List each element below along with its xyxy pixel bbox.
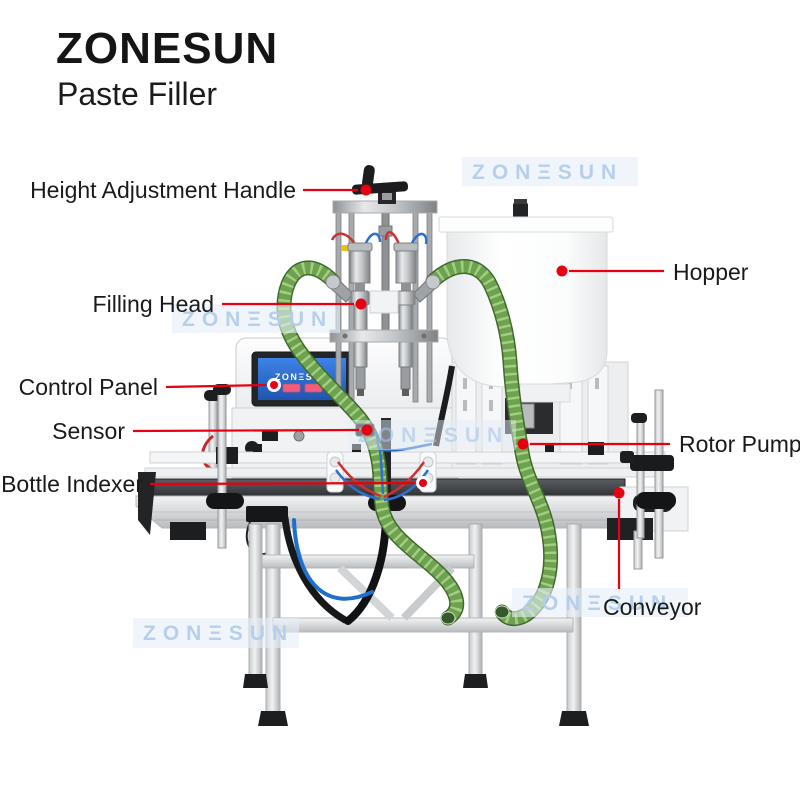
power-switch [262, 430, 278, 441]
label-height-adjustment-handle: Height Adjustment Handle [30, 177, 296, 203]
product-name: Paste Filler [57, 76, 217, 112]
lower-crossbar [329, 329, 439, 343]
label-hopper: Hopper [673, 259, 749, 285]
label-conveyor: Conveyor [603, 594, 702, 620]
annotation-filling-head: Filling Head [93, 291, 367, 317]
watermark: ZONΞSUN [348, 420, 516, 450]
height-adjustment-crank [351, 165, 409, 204]
leg-foot [243, 674, 268, 688]
hose-clamp [425, 274, 441, 290]
blue-cable [292, 518, 374, 601]
hopper-part [438, 199, 614, 403]
annotation-bottle-indexer: Bottle Indexer [1, 471, 430, 497]
watermark: ZONΞSUN [512, 588, 688, 617]
annotations: Height Adjustment Handle Filling Head Co… [1, 177, 800, 620]
annotation-height-adjustment-handle: Height Adjustment Handle [30, 177, 372, 203]
green-hoses [284, 267, 551, 624]
control-panel-unit: ZONΞSUN [201, 337, 459, 479]
watermark-text: ZONΞSUN [182, 308, 333, 331]
indexer-pole [217, 389, 227, 549]
annotation-rotor-pump: Rotor Pump [517, 431, 800, 457]
annotation-hopper: Hopper [556, 259, 749, 285]
screen-brand-text: ZONΞSUN [275, 372, 329, 382]
brand-logo: ZONESUN Paste Filler [56, 24, 278, 112]
leg-foot [258, 711, 288, 726]
label-filling-head: Filling Head [93, 291, 214, 317]
watermark: ZONΞSUN [462, 157, 638, 186]
label-rotor-pump: Rotor Pump [679, 431, 800, 457]
callout-dot [556, 265, 568, 277]
watermark-text: ZONΞSUN [472, 161, 623, 184]
filling-nozzle [355, 366, 366, 390]
hopper-lid [438, 216, 614, 233]
table-leg [468, 523, 483, 677]
pneumatic-tubes [334, 431, 433, 502]
watermark-text: ZONΞSUN [143, 622, 294, 645]
annotation-sensor: Sensor [52, 418, 373, 444]
screen-button [282, 383, 301, 393]
callout-dot [416, 476, 430, 490]
leg-foot [463, 674, 488, 688]
leg-foot [559, 711, 589, 726]
watermark-text: ZONΞSUN [522, 592, 673, 615]
callout-dot [267, 378, 281, 392]
conveyor-assembly [135, 384, 689, 570]
callout-dot [355, 298, 367, 310]
watermark-text: ZONΞSUN [358, 424, 509, 447]
indexer-pole [654, 389, 664, 559]
watermarks: ZONΞSUN ZONΞSUN ZONΞSUN ZONΞSUN ZONΞSUN [133, 157, 688, 648]
hose-clamp [325, 274, 341, 290]
brand-name: ZONESUN [56, 24, 278, 73]
watermark: ZONΞSUN [133, 618, 299, 648]
callout-dot [361, 424, 373, 436]
table-leg [248, 523, 263, 677]
indexer-pole [636, 419, 645, 539]
filling-nozzle [400, 366, 411, 390]
label-control-panel: Control Panel [19, 374, 158, 400]
hopper-lid-knob [513, 202, 528, 220]
annotation-conveyor: Conveyor [603, 487, 702, 620]
annotation-control-panel: Control Panel [19, 374, 281, 400]
label-bottle-indexer: Bottle Indexer [1, 471, 143, 497]
callout-dot [360, 184, 372, 196]
hopper-body [446, 231, 608, 388]
label-sensor: Sensor [52, 418, 125, 444]
callout-dot [517, 438, 529, 450]
callout-dot [613, 487, 625, 499]
watermark: ZONΞSUN [172, 304, 340, 333]
